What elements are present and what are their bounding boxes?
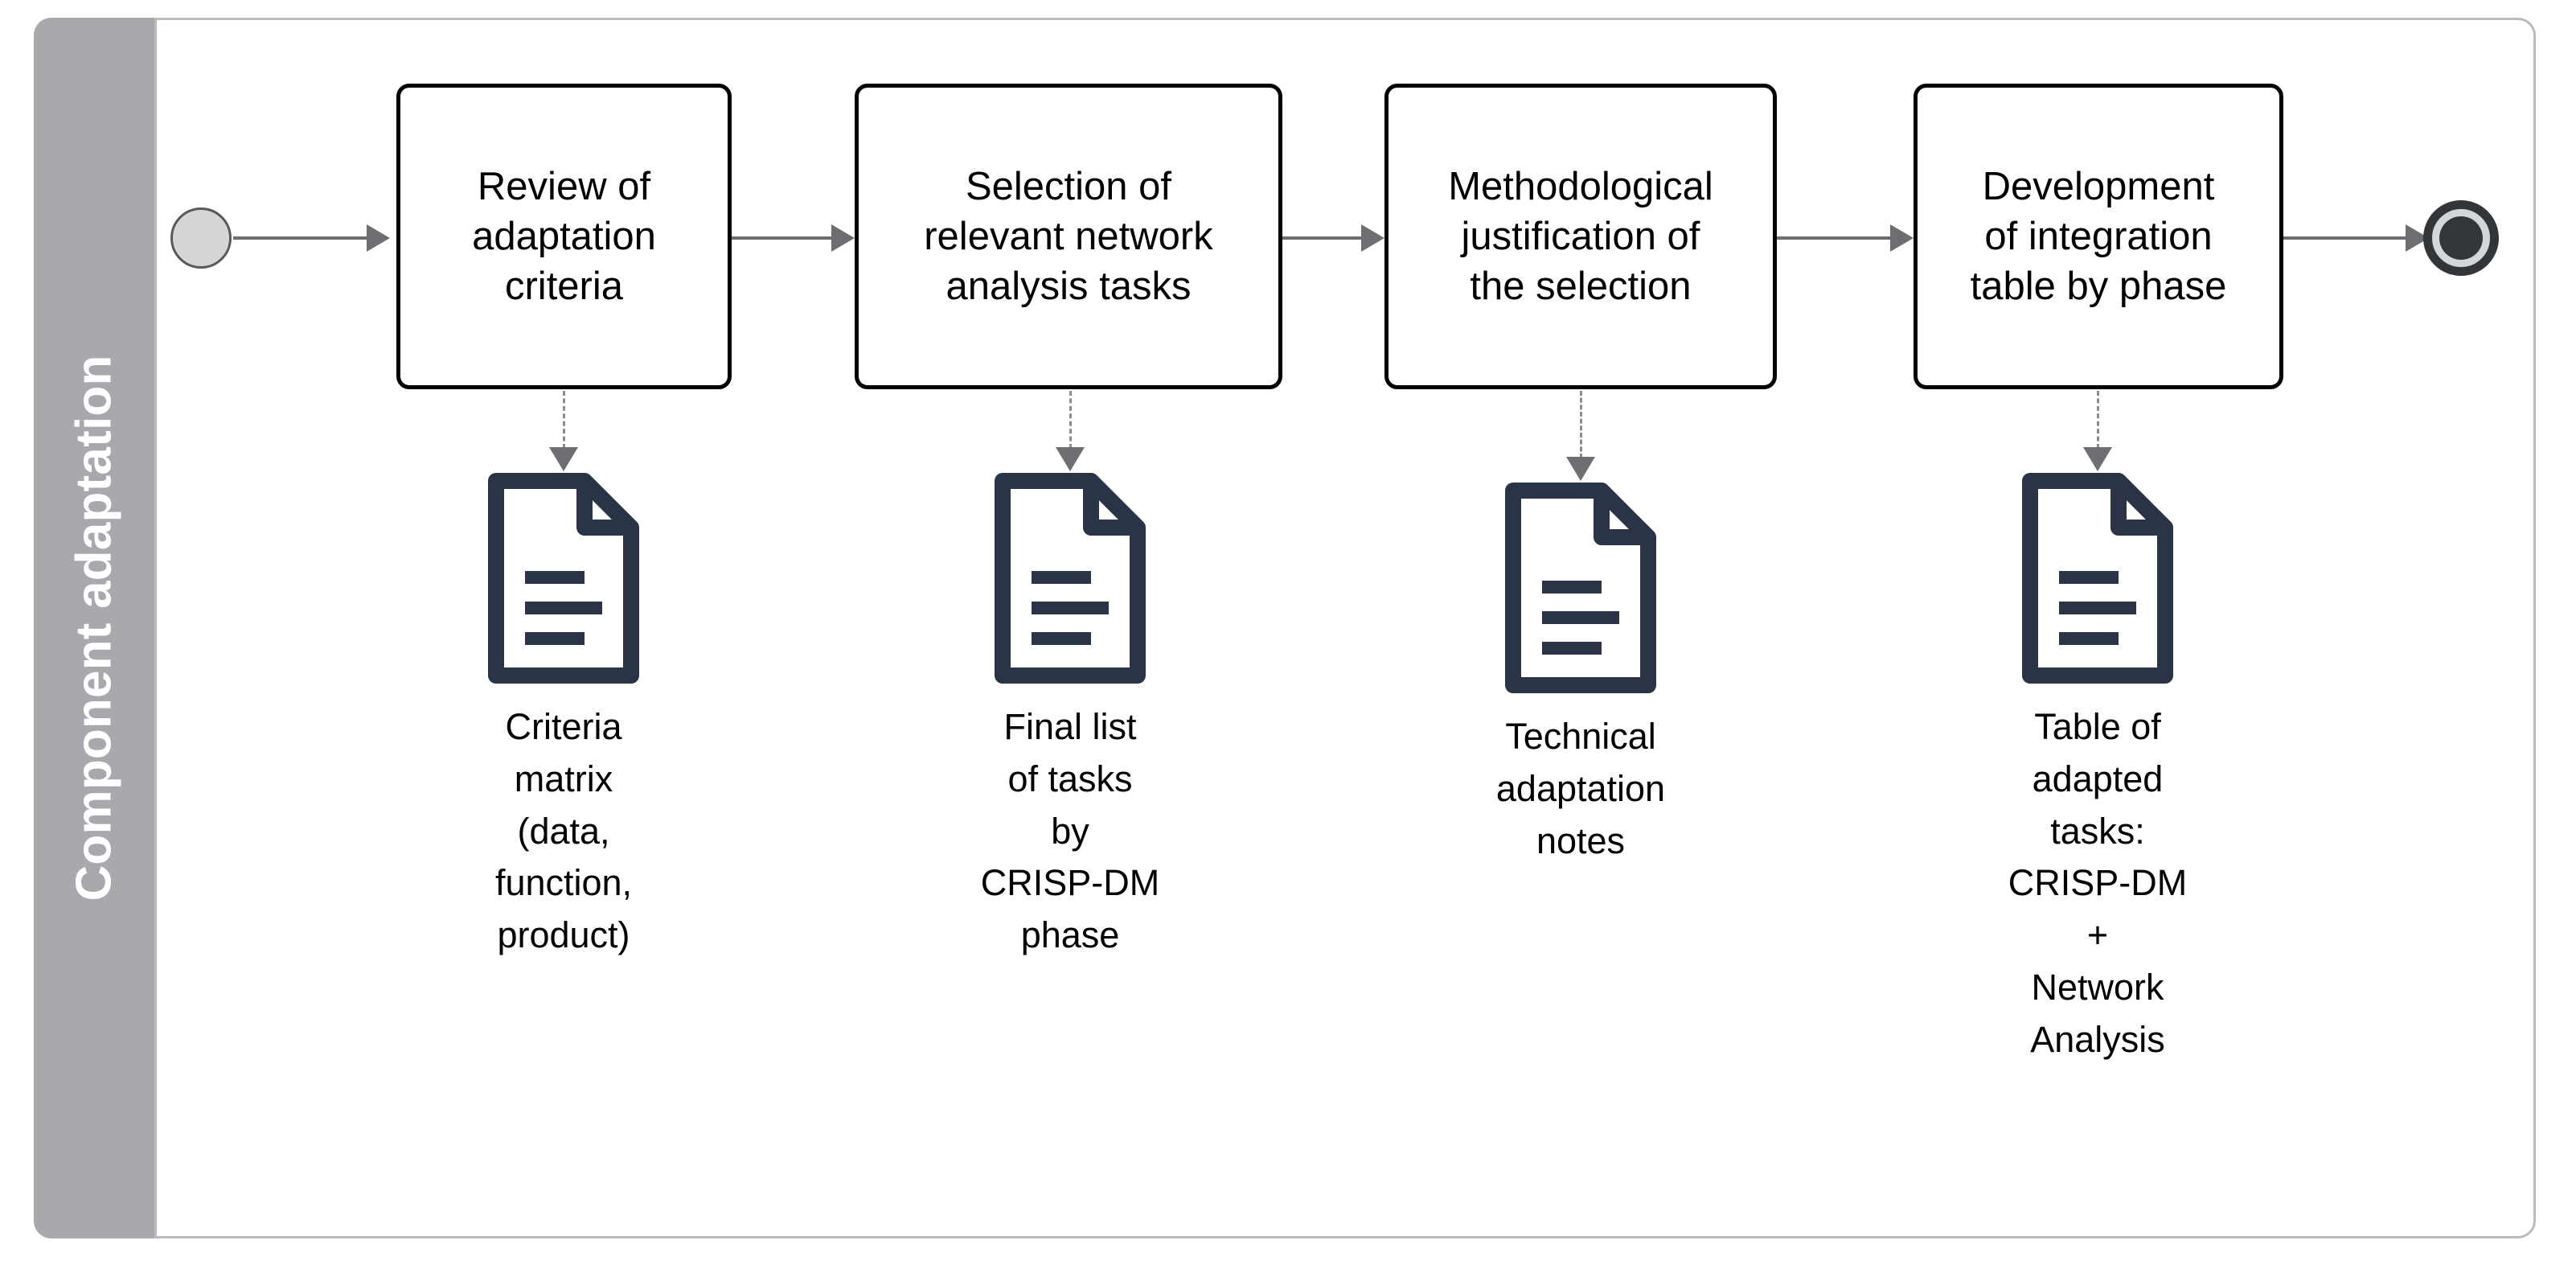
lane-title: Component adaptation (66, 355, 122, 902)
data-adapted-tasks-table[interactable] (2019, 473, 2176, 684)
association-arrowhead-2 (1056, 447, 1085, 471)
data-object-label: Table of adapted tasks: CRISP-DM + Netwo… (2008, 706, 2188, 1060)
start-event[interactable] (170, 207, 232, 269)
task-label: Selection of relevant network analysis t… (924, 164, 1213, 309)
task-label: Review of adaptation criteria (472, 164, 656, 309)
association-task4-to-data4 (2097, 391, 2099, 449)
sequence-flow-arrowhead-1 (367, 224, 390, 252)
task-methodological-justification[interactable]: Methodological justification of the sele… (1384, 84, 1777, 389)
document-icon (995, 473, 1146, 684)
document-icon (2022, 473, 2173, 684)
sequence-flow-task3-to-task4 (1777, 236, 1890, 240)
data-criteria-matrix[interactable] (485, 473, 642, 684)
association-task3-to-data3 (1580, 391, 1582, 458)
task-label: Methodological justification of the sele… (1448, 164, 1713, 309)
end-event[interactable] (2423, 200, 2499, 276)
data-object-label: Final list of tasks by CRISP-DM phase (980, 706, 1160, 956)
sequence-flow-task2-to-task3 (1282, 236, 1361, 240)
data-object-label: Technical adaptation notes (1495, 716, 1666, 861)
document-icon (1505, 483, 1656, 693)
sequence-flow-start-to-task1 (233, 236, 367, 240)
association-task2-to-data2 (1069, 391, 1072, 449)
association-arrowhead-1 (549, 447, 578, 471)
sequence-flow-task4-to-end (2283, 236, 2406, 240)
task-label: Development of integration table by phas… (1970, 164, 2227, 309)
association-arrowhead-3 (1566, 457, 1595, 481)
sequence-flow-arrowhead-4 (1890, 224, 1914, 252)
association-task1-to-data1 (563, 391, 565, 449)
data-final-task-list[interactable] (991, 473, 1149, 684)
sequence-flow-task1-to-task2 (732, 236, 831, 240)
data-object-label: Criteria matrix (data, function, product… (494, 706, 633, 956)
document-icon (488, 473, 639, 684)
association-arrowhead-4 (2083, 447, 2112, 471)
data-technical-notes[interactable] (1502, 483, 1659, 693)
lane-divider (154, 18, 157, 1238)
lane-header-component-adaptation: Component adaptation (34, 18, 154, 1238)
task-review-criteria[interactable]: Review of adaptation criteria (396, 84, 732, 389)
sequence-flow-arrowhead-3 (1361, 224, 1384, 252)
task-selection-network-tasks[interactable]: Selection of relevant network analysis t… (855, 84, 1282, 389)
sequence-flow-arrowhead-2 (831, 224, 855, 252)
task-integration-table[interactable]: Development of integration table by phas… (1914, 84, 2283, 389)
